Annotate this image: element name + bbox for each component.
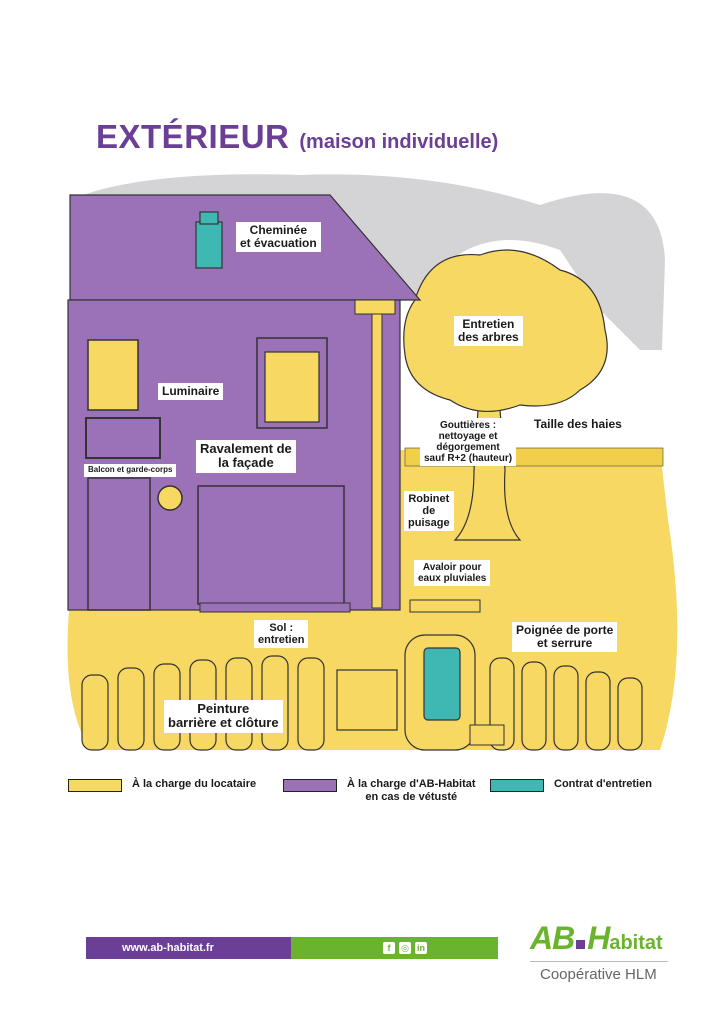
wall-light	[157, 485, 183, 511]
ab-habitat-logo: AB H abitat Coopérative HLM	[530, 920, 680, 983]
legend-swatch-landlord	[283, 779, 337, 792]
social-links: f ◎ in	[291, 937, 498, 959]
page-subtitle: (maison individuelle)	[299, 131, 499, 153]
legend-label-tenant: À la charge du locataire	[132, 778, 257, 790]
legend-tenant: À la charge du locataire	[68, 778, 256, 792]
window-left	[87, 339, 139, 411]
label-gutters: Gouttières : nettoyage et dégorgement sa…	[420, 418, 517, 466]
legend-swatch-tenant	[68, 779, 122, 792]
website-link[interactable]: www.ab-habitat.fr	[86, 937, 291, 959]
legend-contract: Contrat d'entretien	[490, 778, 652, 792]
logo-dot	[576, 940, 586, 949]
intercom	[423, 647, 461, 721]
garage-door	[197, 485, 345, 605]
front-door	[87, 477, 151, 611]
logo-wordmark: AB H abitat	[530, 920, 680, 957]
legend-landlord: À la charge d'AB-Habitat en cas de vétus…	[283, 778, 476, 803]
logo-rest: abitat	[609, 932, 663, 954]
gutter-pipe	[371, 311, 383, 609]
linkedin-icon[interactable]: in	[415, 942, 427, 954]
legend-swatch-contract	[490, 779, 544, 792]
footer-bar: www.ab-habitat.fr f ◎ in	[86, 937, 498, 959]
page-title: EXTÉRIEUR	[96, 118, 290, 155]
logo-h: H	[587, 920, 610, 956]
instagram-icon[interactable]: ◎	[399, 942, 411, 954]
logo-ab: AB	[530, 920, 575, 956]
balcony-railing	[85, 417, 161, 459]
label-trees: Entretien des arbres	[454, 316, 523, 347]
logo-tagline: Coopérative HLM	[540, 966, 657, 983]
label-handle: Poignée de porte et serrure	[512, 622, 618, 653]
mailbox	[336, 669, 398, 731]
gate-handle-plate	[469, 724, 505, 746]
logo-divider	[530, 961, 668, 962]
legend-label-landlord: À la charge d'AB-Habitat en cas de vétus…	[347, 778, 476, 803]
label-paint: Peinture barrière et clôture	[164, 700, 283, 733]
page-header: EXTÉRIEUR (maison individuelle)	[96, 118, 498, 156]
label-chimney: Cheminée et évacuation	[236, 222, 321, 253]
label-ground: Sol : entretien	[254, 620, 309, 649]
label-facade: Ravalement de la façade	[196, 440, 296, 473]
tree-trunk	[453, 409, 522, 541]
label-drain: Avaloir pour eaux pluviales	[414, 560, 491, 586]
label-light: Luminaire	[158, 383, 224, 401]
chimney	[195, 221, 223, 269]
legend-label-contract: Contrat d'entretien	[554, 778, 652, 790]
label-hedges: Taille des haies	[530, 416, 626, 434]
label-tap: Robinet de puisage	[404, 491, 454, 532]
label-balcony: Balcon et garde-corps	[84, 464, 177, 477]
drain-grate	[409, 599, 481, 613]
threshold-grate	[199, 602, 351, 613]
facebook-icon[interactable]: f	[383, 942, 395, 954]
